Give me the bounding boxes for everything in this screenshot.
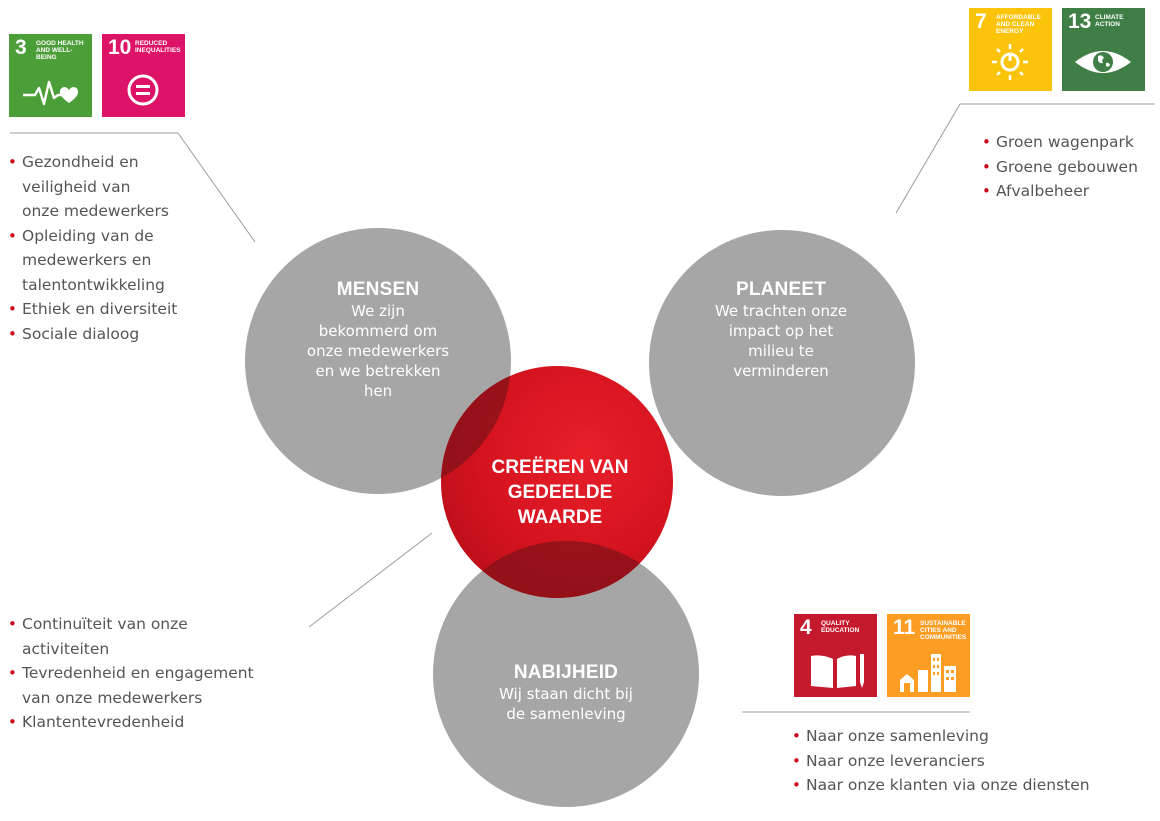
mensen-desc-2: bekommerd om xyxy=(318,322,438,340)
list-item: Naar onze klanten via onze diensten xyxy=(792,773,1132,798)
planeet-desc-1: We trachten onze xyxy=(714,302,848,320)
sun-power-icon xyxy=(992,44,1028,80)
equality-icon xyxy=(127,74,159,106)
city-icon xyxy=(900,654,956,692)
sdg13-tile: 13 CLIMATE ACTION xyxy=(1062,8,1145,91)
mensen-label: MENSEN We zijn bekommerd om onze medewer… xyxy=(278,279,478,401)
list-item: Continuïteit van onze xyxy=(8,612,298,637)
center-title-line1: CREËREN VAN xyxy=(491,457,629,478)
heartbeat-icon xyxy=(23,80,79,106)
list-item: Naar onze leveranciers xyxy=(792,749,1132,774)
sdg4-tile: 4 QUALITY EDUCATION xyxy=(794,614,877,697)
mensen-desc-1: We zijn xyxy=(351,302,405,320)
nabijheid-desc-1: Wij staan dicht bij xyxy=(499,685,633,703)
sdg3-number: 3 xyxy=(15,36,27,59)
list-item: Gezondheid en xyxy=(8,150,258,175)
planeet-desc-4: verminderen xyxy=(733,362,829,380)
sdg10-text: REDUCED INEQUALITIES xyxy=(135,40,181,54)
center-title: CREËREN VAN GEDEELDE WAARDE xyxy=(467,455,653,530)
planeet-label: PLANEET We trachten onze impact op het m… xyxy=(681,279,881,381)
planeet-bullet-list: Groen wagenpark Groene gebouwen Afvalbeh… xyxy=(982,130,1158,204)
mensen-desc-3: onze medewerkers xyxy=(306,342,450,360)
sdg3-text: GOOD HEALTH AND WELL-BEING xyxy=(36,40,84,61)
sdg4-number: 4 xyxy=(800,616,812,639)
list-item-continued: talentontwikkeling xyxy=(22,275,165,294)
center-title-line2: GEDEELDE WAARDE xyxy=(507,482,613,528)
sdg7-tile: 7 AFFORDABLE AND CLEAN ENERGY xyxy=(969,8,1052,91)
sdg4-text: QUALITY EDUCATION xyxy=(821,620,860,634)
nabijheid-label: NABIJHEID Wij staan dicht bij de samenle… xyxy=(466,662,666,724)
connector-line-continuity xyxy=(308,532,433,628)
nabijheid-bullet-list: Naar onze samenleving Naar onze leveranc… xyxy=(792,724,1132,798)
list-item: Klantentevredenheid xyxy=(8,710,298,735)
nabijheid-desc-2: de samenleving xyxy=(506,705,626,723)
center-circle xyxy=(441,366,673,598)
sdg7-text: AFFORDABLE AND CLEAN ENERGY xyxy=(996,14,1041,35)
mensen-bullet-list: Gezondheid en veiligheid van onze medewe… xyxy=(8,150,258,346)
list-item-continued: onze medewerkers xyxy=(22,202,169,220)
list-item: Afvalbeheer xyxy=(982,179,1158,204)
list-item: Groene gebouwen xyxy=(982,155,1158,180)
list-item: Naar onze samenleving xyxy=(792,724,1132,749)
planeet-circle xyxy=(649,230,915,496)
sdg11-tile: 11 SUSTAINABLE CITIES AND COMMUNITIES xyxy=(887,614,970,697)
connector-line-planeet xyxy=(895,103,961,214)
list-item-continued: activiteiten xyxy=(22,639,110,658)
list-item: Sociale dialoog xyxy=(8,322,258,347)
list-item: Opleiding van de xyxy=(8,224,258,249)
sdg3-tile: 3 GOOD HEALTH AND WELL-BEING xyxy=(9,34,92,117)
planeet-title: PLANEET xyxy=(735,279,827,300)
earth-eye-icon xyxy=(1075,51,1131,73)
list-item: Tevredenheid en engagement xyxy=(8,661,298,686)
planeet-desc-2: impact op het xyxy=(728,322,834,340)
mensen-desc-4: en we betrekken xyxy=(315,362,441,380)
sdg7-number: 7 xyxy=(975,10,987,33)
sdg10-tile: 10 REDUCED INEQUALITIES xyxy=(102,34,185,117)
sdg11-number: 11 xyxy=(893,616,916,639)
nabijheid-title: NABIJHEID xyxy=(513,662,619,683)
sdg13-number: 13 xyxy=(1068,10,1092,33)
list-item-continued: veiligheid van xyxy=(22,177,131,196)
mensen-title: MENSEN xyxy=(336,279,420,300)
list-item: Ethiek en diversiteit xyxy=(8,297,258,322)
nabijheid-circle xyxy=(433,541,699,807)
list-item-continued: van onze medewerkers xyxy=(22,688,203,707)
mensen-circle xyxy=(245,228,511,494)
mensen-desc-5: hen xyxy=(363,382,393,400)
planeet-desc-3: milieu te xyxy=(748,342,814,360)
sdg11-text: SUSTAINABLE CITIES AND COMMUNITIES xyxy=(920,620,967,641)
sdg10-number: 10 xyxy=(108,36,132,59)
sdg13-text: CLIMATE ACTION xyxy=(1095,14,1124,28)
list-item-continued: medewerkers en xyxy=(22,251,152,269)
list-item: Groen wagenpark xyxy=(982,130,1158,155)
book-pencil-icon xyxy=(811,654,864,688)
continuity-bullet-list: Continuïteit van onze activiteiten Tevre… xyxy=(8,612,298,735)
